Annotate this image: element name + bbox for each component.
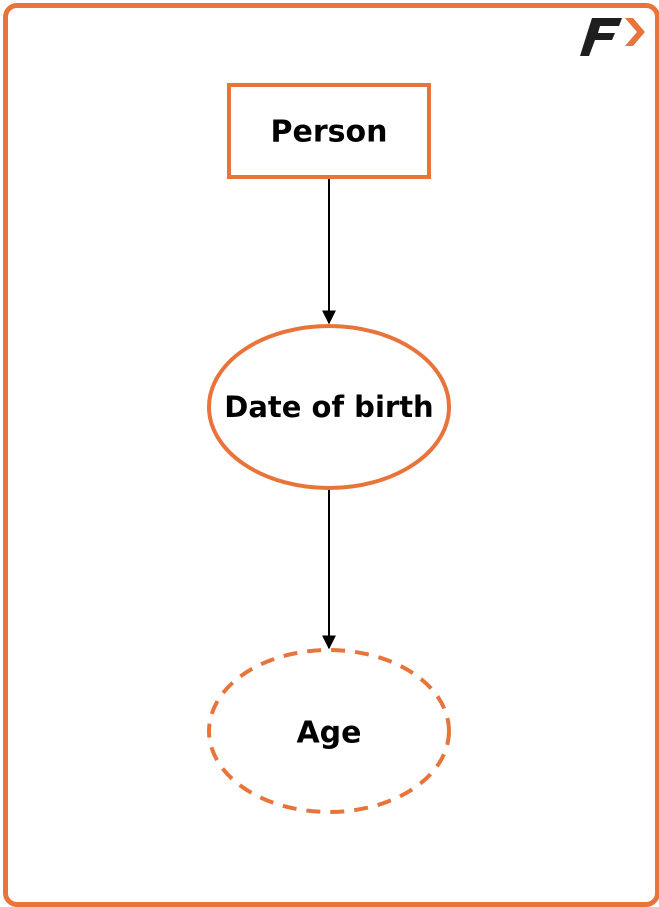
node-person-box <box>227 83 431 179</box>
node-age-label: Age <box>296 716 361 751</box>
node-date-of-birth-ellipse <box>207 324 451 490</box>
f-arrow-logo-icon <box>580 18 645 56</box>
node-age: Age <box>207 648 451 814</box>
node-person: Person <box>227 83 431 179</box>
node-age-ellipse <box>207 648 451 814</box>
node-person-label: Person <box>271 115 388 150</box>
node-date-of-birth: Date of birth <box>207 324 451 490</box>
node-date-of-birth-label: Date of birth <box>224 390 433 424</box>
diagram-frame <box>3 3 659 907</box>
